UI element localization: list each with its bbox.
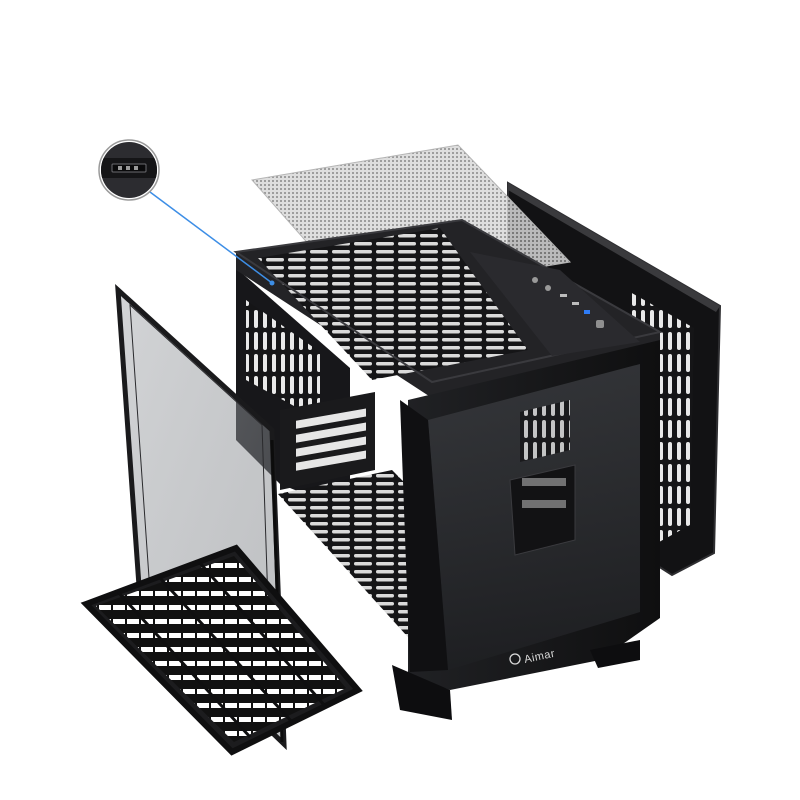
pci-expansion-slots [296,408,366,471]
case-body: Aimar [233,218,663,720]
power-button [596,320,604,328]
io-port-callout [98,139,275,286]
callout-magnified-view [101,142,157,198]
usb-c-port-icon [584,310,590,314]
bottom-dust-filter [80,544,363,756]
top-io-ports [532,277,604,328]
callout-leader-line [149,191,273,284]
aimar-logo-icon [509,653,521,665]
